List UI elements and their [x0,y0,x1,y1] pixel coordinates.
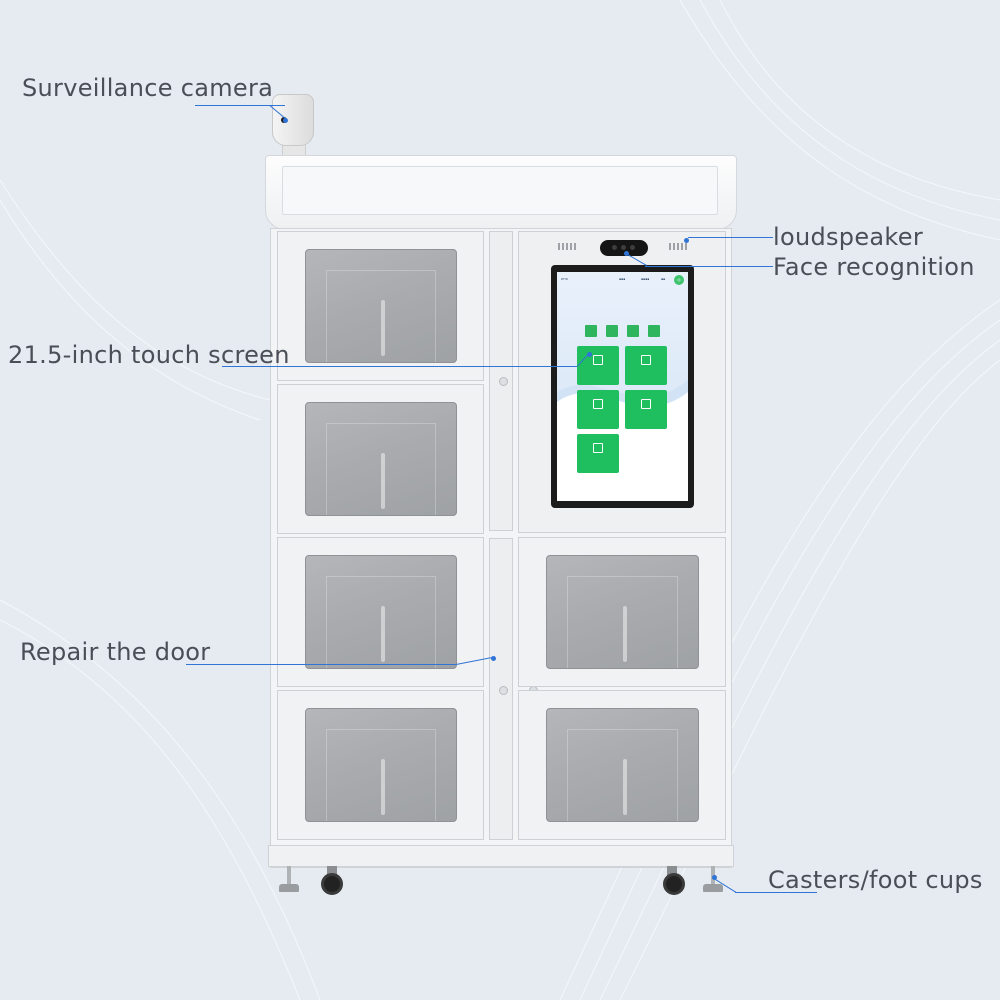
hand-icon [641,355,651,365]
document-icon [593,399,603,409]
locker-door [277,690,484,840]
leader-line-face [645,266,773,267]
screen-topbar: RFID ▪▪▪ ▪▪▪▪ ▪▪ [561,277,666,281]
locker-door [277,231,484,381]
door-knob [499,377,508,386]
face-recognition-camera [600,240,648,256]
menu-tile[interactable] [625,346,667,385]
locker-door [277,537,484,687]
label-casters-foot-cups: Casters/foot cups [768,866,983,894]
mini-tile-icon[interactable] [648,325,660,337]
leader-line-speaker [688,237,773,238]
menu-tile[interactable] [577,346,619,385]
mini-tile-icon[interactable] [606,325,618,337]
door-knob [499,686,508,695]
person-icon [641,399,651,409]
menu-tile[interactable] [577,434,619,473]
menu-tile[interactable] [577,390,619,429]
speaker-grille [669,243,689,250]
mini-tile-icon[interactable] [627,325,639,337]
leader-line-screen [222,366,577,367]
caster-wheel [663,873,685,895]
foot-cup [703,884,723,892]
locker-door [277,384,484,534]
foot-cup [279,884,299,892]
leader-line-casters [735,892,817,893]
cabinet-top [265,155,737,230]
menu-tile[interactable] [625,390,667,429]
label-repair-door: Repair the door [20,638,211,666]
label-loudspeaker: loudspeaker [773,223,923,251]
caster-wheel [321,873,343,895]
locker-door [518,690,726,840]
label-face-recognition: Face recognition [773,253,975,281]
cabinet-base [268,845,734,867]
label-touch-screen: 21.5-inch touch screen [8,341,290,369]
speaker-grille [558,243,578,250]
surveillance-camera [272,94,314,146]
leader-line-camera [195,105,285,106]
locker-door [518,537,726,687]
label-surveillance-camera: Surveillance camera [22,74,274,102]
app-logo-icon: ◎ [674,275,684,285]
briefcase-icon [593,355,603,365]
touch-screen[interactable]: RFID ▪▪▪ ▪▪▪▪ ▪▪ ◎ [557,272,688,501]
download-icon [593,443,603,453]
leader-line-repair-door [186,664,456,665]
mini-tile-icon[interactable] [585,325,597,337]
